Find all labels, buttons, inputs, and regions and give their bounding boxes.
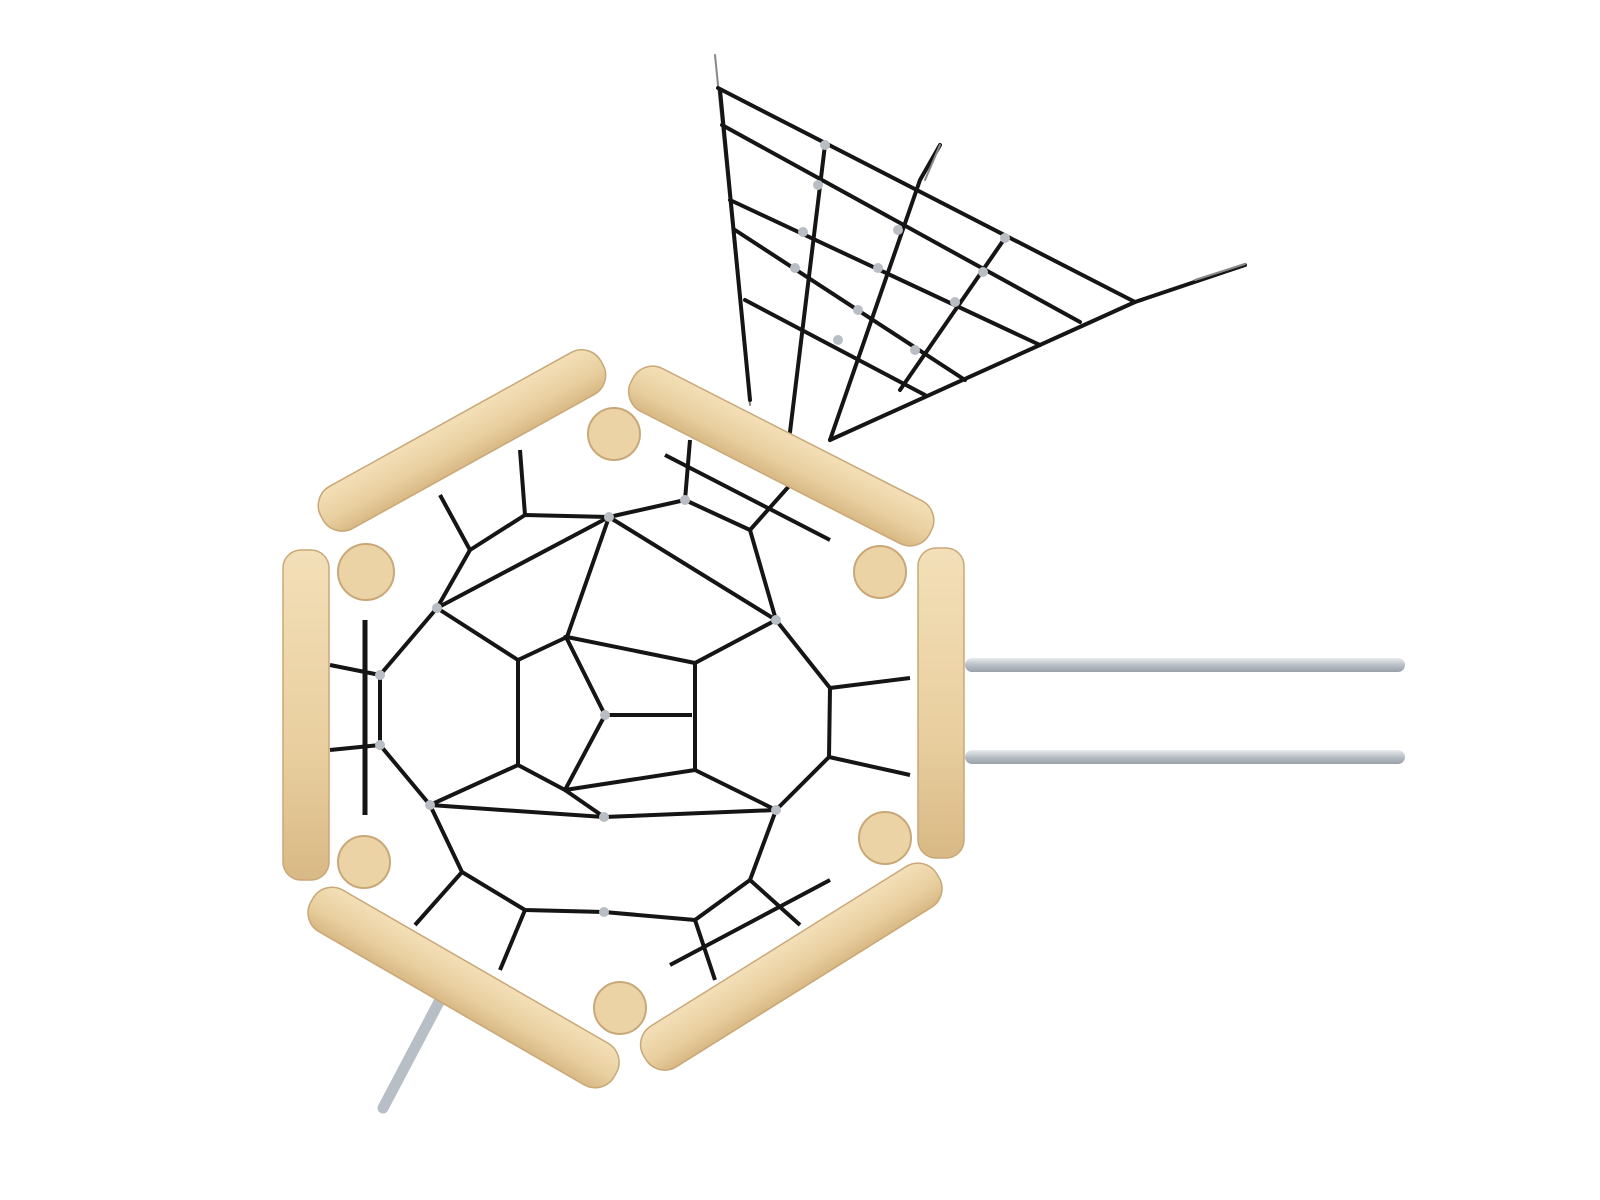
- log-top-right: [627, 365, 935, 547]
- post: [587, 407, 641, 461]
- post: [337, 835, 391, 889]
- post: [337, 543, 395, 601]
- right-tube-upper: [965, 658, 1405, 672]
- log-right: [917, 547, 965, 859]
- post: [858, 811, 912, 865]
- wooden-frame: [282, 349, 965, 1089]
- log-left: [282, 549, 330, 881]
- bottom-left-tube: [377, 994, 446, 1114]
- right-tube-lower: [965, 750, 1405, 764]
- post: [593, 981, 647, 1035]
- cargo-net: [714, 54, 1247, 442]
- log-top-left: [317, 349, 607, 532]
- log-bottom-right: [639, 862, 943, 1071]
- steel-tubes: [377, 658, 1405, 1114]
- post: [853, 545, 907, 599]
- wooden-posts: [337, 407, 912, 1035]
- log-bottom-left: [307, 886, 620, 1089]
- hexagon-net: [329, 439, 911, 981]
